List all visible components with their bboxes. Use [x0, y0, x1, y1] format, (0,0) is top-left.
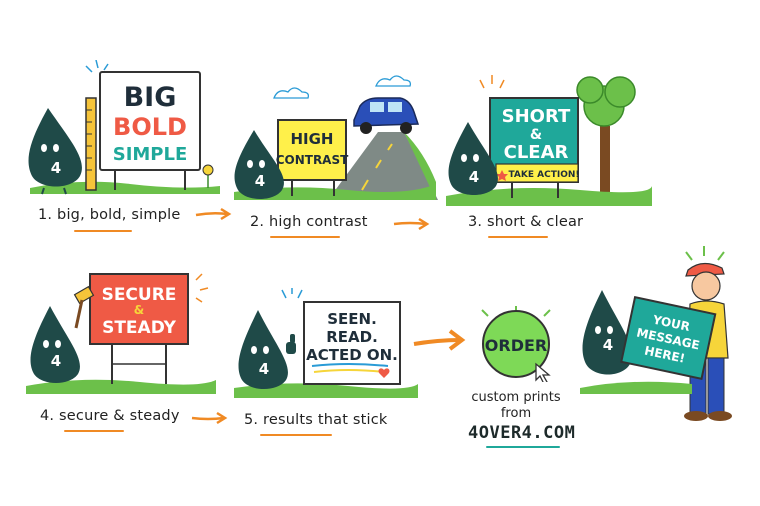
- caption-underline: [486, 446, 560, 448]
- hammer-icon: [73, 285, 95, 329]
- sign-line: BIG: [124, 82, 177, 113]
- mascot-label: 4: [603, 336, 613, 354]
- car-icon: [353, 97, 420, 134]
- cloud-icon: [273, 75, 412, 99]
- mascot-label: 4: [51, 352, 61, 370]
- cta-scene: YOUR MESSAGE HERE! 4: [572, 238, 752, 428]
- mascot-label: 4: [255, 172, 265, 190]
- caption-underline: [270, 236, 340, 238]
- step-2-caption: 2. high contrast: [250, 214, 368, 230]
- cta-text-line1: custom prints: [471, 390, 561, 405]
- cta-text-line2: from: [500, 406, 532, 421]
- flower-icon: [202, 164, 214, 188]
- step-3-scene: SHORT & CLEAR TAKE ACTION! 4: [440, 66, 660, 206]
- arrow-icon: [191, 411, 228, 425]
- caption-underline: [74, 230, 132, 232]
- mascot: [234, 130, 284, 199]
- step-1-caption: 1. big, bold, simple: [38, 207, 181, 223]
- step-3-caption: 3. short & clear: [468, 214, 584, 230]
- sign-line: CLEAR: [504, 142, 569, 163]
- mascot: [448, 122, 498, 195]
- thumbs-up-icon: [286, 334, 296, 354]
- caption-underline: [260, 434, 332, 436]
- step-2-scene: HIGH CONTRAST 4: [228, 72, 438, 202]
- grass: [30, 181, 220, 194]
- sign-banner: TAKE ACTION!: [508, 170, 579, 180]
- caption-underline: [488, 236, 548, 238]
- step-5-caption: 5. results that stick: [244, 412, 388, 428]
- mascot: [582, 290, 632, 375]
- sign-line: CONTRAST: [276, 153, 349, 167]
- caption-underline: [64, 430, 124, 432]
- mascot: [30, 306, 80, 383]
- sign-line: SECURE: [102, 285, 177, 305]
- sign-line: HIGH: [290, 130, 333, 148]
- mascot: [238, 310, 288, 389]
- mascot: [28, 108, 82, 195]
- sign-line: STEADY: [102, 318, 176, 338]
- step-5-scene: SEEN. READ. ACTED ON. 4: [228, 286, 428, 400]
- sign-line: BOLD: [113, 113, 187, 141]
- mascot-label: 4: [51, 159, 61, 177]
- step-4-scene: SECURE & STEADY 4: [20, 268, 220, 398]
- ruler-icon: [85, 97, 97, 191]
- heart-icon: [378, 368, 390, 378]
- step-4-caption: 4. secure & steady: [40, 408, 180, 424]
- cursor-icon: [535, 362, 551, 385]
- mascot-label: 4: [259, 360, 269, 378]
- tree-icon: [576, 76, 636, 192]
- sign-line: SHORT: [502, 106, 571, 127]
- sign-line: &: [530, 127, 542, 143]
- order-button[interactable]: ORDER: [478, 302, 554, 385]
- sign-line: SIMPLE: [113, 144, 188, 165]
- arrow-icon: [195, 207, 232, 221]
- mascot-label: 4: [469, 168, 479, 186]
- sign-line: SEEN.: [327, 310, 377, 328]
- sign-line: ACTED ON.: [306, 346, 398, 364]
- cta-url[interactable]: 4OVER4.COM: [468, 423, 576, 443]
- sign-line: &: [134, 303, 144, 317]
- order-button-label: ORDER: [485, 336, 547, 355]
- sign-line: READ.: [326, 328, 378, 346]
- arrow-icon: [393, 217, 430, 231]
- star-icon: [496, 170, 508, 181]
- arrow-icon: [413, 329, 466, 351]
- step-1-scene: BIG BOLD SIMPLE 4: [20, 59, 230, 200]
